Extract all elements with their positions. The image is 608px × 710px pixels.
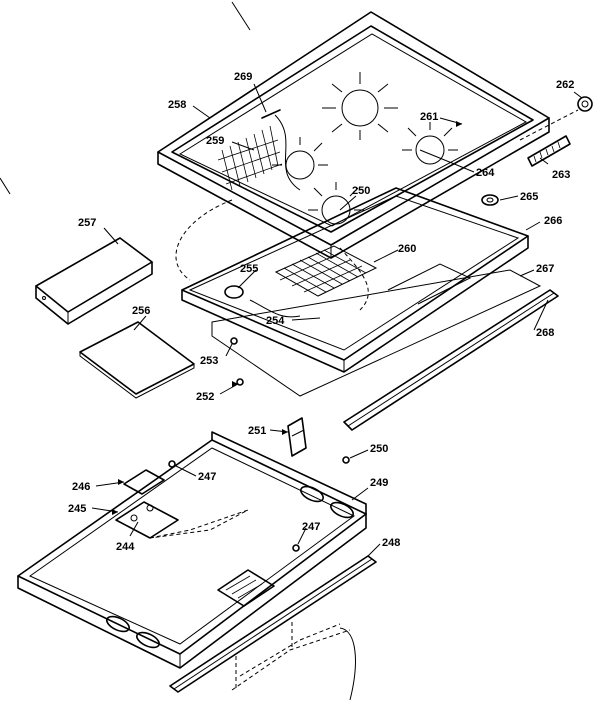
insulation-pad <box>211 269 542 397</box>
callout-246: 246 <box>72 481 90 493</box>
terminal-block-263 <box>527 135 571 167</box>
callout-247-upper: 247 <box>198 471 216 483</box>
screw-250 <box>342 456 350 464</box>
callout-269: 269 <box>234 71 252 83</box>
screw-247-lower <box>292 544 300 552</box>
leader-dash <box>519 109 579 141</box>
callout-245: 245 <box>68 503 86 515</box>
callout-263: 263 <box>552 169 570 181</box>
callout-254: 254 <box>266 315 285 327</box>
callout-253: 253 <box>200 355 218 367</box>
glass-cooktop-frame <box>157 11 550 259</box>
callout-248: 248 <box>382 537 400 549</box>
scan-mark <box>0 177 11 195</box>
callout-257: 257 <box>78 217 96 229</box>
screw-247-upper <box>168 460 176 468</box>
callout-247-lower: 247 <box>302 521 320 533</box>
callout-266: 266 <box>544 215 562 227</box>
burner-box <box>17 431 367 669</box>
wire-dashed <box>175 199 233 281</box>
callout-249: 249 <box>370 477 388 489</box>
callout-250-lower: 250 <box>370 443 388 455</box>
heat-shield <box>79 321 195 399</box>
element-pan <box>181 187 529 373</box>
callout-264: 264 <box>476 167 495 179</box>
callout-259: 259 <box>206 135 224 147</box>
screws-252-253 <box>230 337 244 386</box>
wire-dashed <box>339 247 369 311</box>
callout-261: 261 <box>420 111 438 123</box>
front-trim <box>343 289 559 431</box>
callout-262: 262 <box>556 79 574 91</box>
callout-258: 258 <box>168 99 186 111</box>
callout-244: 244 <box>116 541 135 553</box>
knob-insert-262 <box>577 96 593 112</box>
callout-255: 255 <box>240 263 258 275</box>
side-rail <box>169 555 377 693</box>
callout-267: 267 <box>536 263 554 275</box>
junction-box-cover <box>35 237 153 325</box>
scan-mark <box>231 1 251 31</box>
callout-265: 265 <box>520 191 538 203</box>
callout-260: 260 <box>398 243 416 255</box>
callout-256: 256 <box>132 305 150 317</box>
bracket-251 <box>287 417 307 457</box>
callout-268: 268 <box>536 327 554 339</box>
callout-250-upper: 250 <box>352 185 370 197</box>
drawer-outline-dashed <box>231 622 356 701</box>
leader-arrowheads <box>112 121 462 515</box>
grommet-265 <box>481 194 499 206</box>
callout-251: 251 <box>248 425 266 437</box>
callout-252: 252 <box>196 391 214 403</box>
leader-lines <box>91 83 583 557</box>
